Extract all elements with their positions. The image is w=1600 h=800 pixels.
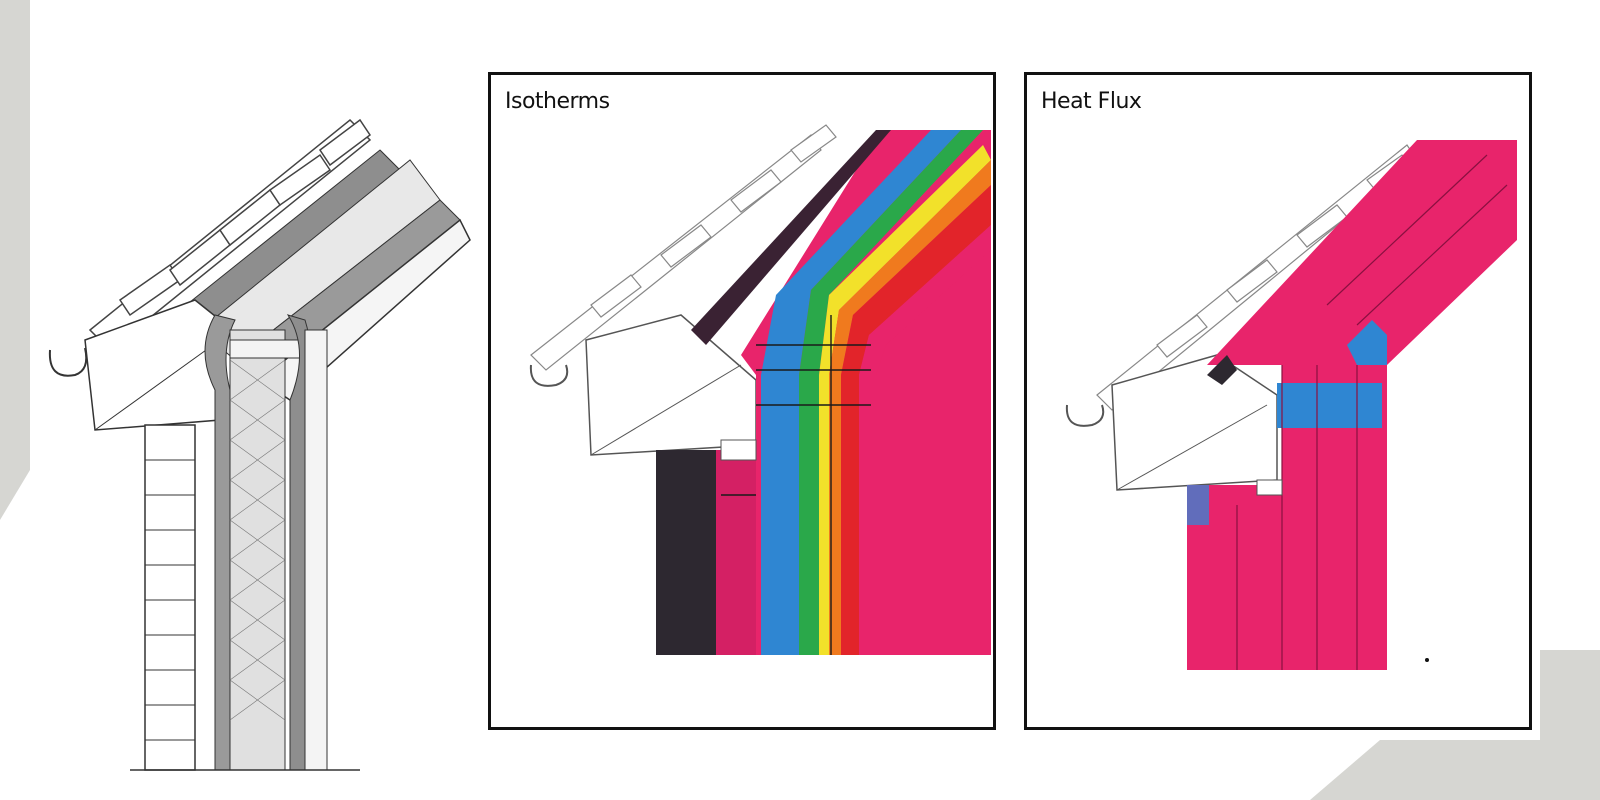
gutter-hook	[48, 347, 88, 377]
isotherms-title: Isotherms	[505, 89, 610, 114]
heat-flux-map	[1065, 140, 1517, 670]
eaves-section-drawing	[48, 118, 471, 771]
isotherms-thermal-map	[529, 124, 991, 655]
grey-bottom-right-band	[1310, 650, 1600, 800]
isotherms-panel: Isotherms	[488, 72, 996, 730]
heat-flux-title: Heat Flux	[1041, 89, 1142, 114]
roof-tile-shapes	[88, 118, 372, 352]
heat-flux-panel: Heat Flux	[1024, 72, 1532, 730]
